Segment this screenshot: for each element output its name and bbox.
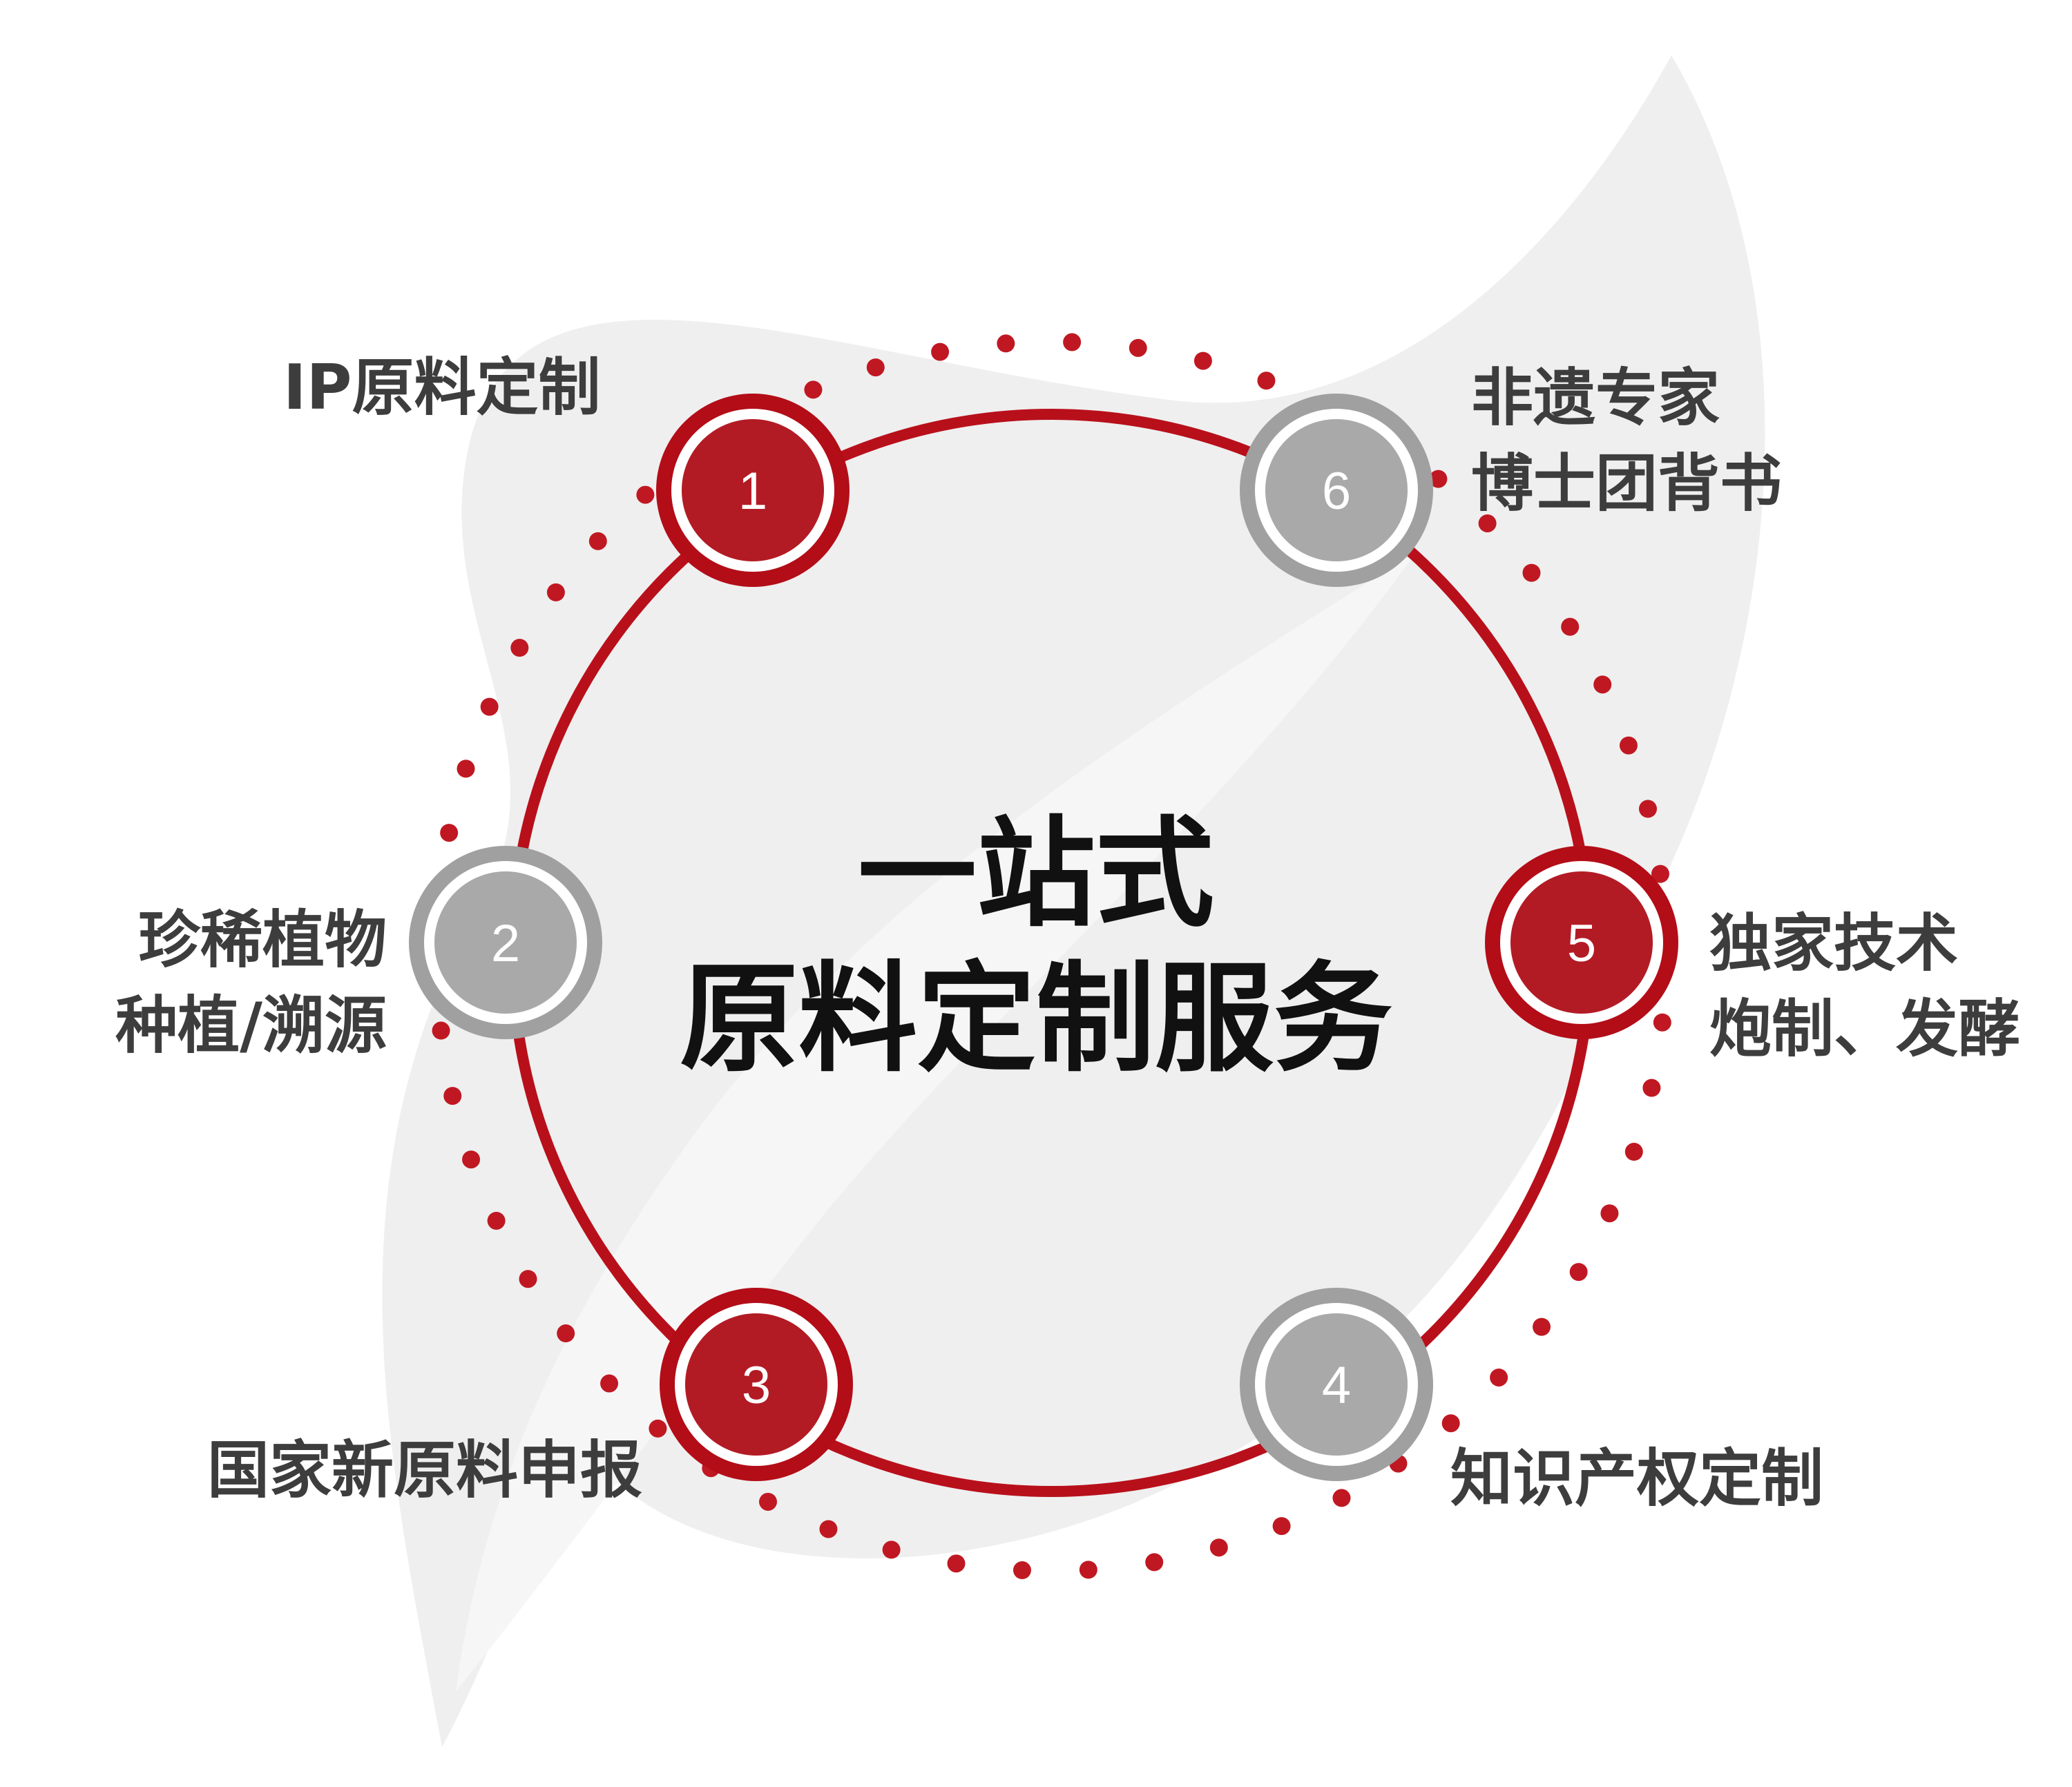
node-5: 5: [1485, 846, 1678, 1039]
node-6: 6: [1240, 394, 1433, 587]
node-inner-disc: [1265, 1313, 1408, 1456]
node-inner-disc: [685, 1313, 827, 1456]
node-number: 2: [491, 914, 520, 973]
label-rare-plants: 珍稀植物种植/溯源: [41, 898, 387, 1069]
node-4: 4: [1240, 1288, 1433, 1481]
label-line: IP原料定制: [283, 351, 601, 424]
node-1: 1: [656, 394, 850, 587]
label-line: 炮制、发酵: [1709, 993, 2020, 1065]
label-expert-endorsement: 非遗专家博士团背书: [1471, 356, 1782, 527]
nodes-layer: 1 2 3 4 5 6: [409, 394, 1678, 1481]
background-leaf-inner: [456, 552, 1416, 1692]
center-title: 一站式 原料定制服务: [587, 801, 1485, 1091]
node-inner-disc: [682, 419, 824, 561]
label-line: 博士团背书: [1471, 447, 1782, 520]
node-number: 3: [742, 1356, 771, 1415]
label-line: 非遗专家: [1471, 362, 1720, 434]
node-3: 3: [660, 1288, 853, 1481]
label-line: 种植/溯源: [115, 989, 387, 1062]
label-line: 珍稀植物: [138, 904, 387, 976]
node-2: 2: [409, 846, 602, 1039]
label-exclusive-technique: 独家技术炮制、发酵: [1709, 901, 2020, 1072]
center-title-line1: 一站式: [858, 803, 1214, 943]
center-title-line2: 原料定制服务: [680, 948, 1392, 1088]
node-inner-disc: [1510, 871, 1653, 1014]
label-new-material-filing: 国家新原料申报: [207, 1428, 642, 1514]
node-number: 6: [1322, 462, 1351, 521]
node-number: 5: [1567, 914, 1596, 973]
label-ip-rights: 知识产权定制: [1450, 1436, 1823, 1522]
label-line: 国家新原料申报: [207, 1434, 642, 1507]
node-number: 4: [1322, 1356, 1351, 1415]
node-number: 1: [738, 462, 767, 521]
node-inner-disc: [1265, 419, 1408, 561]
label-ip-material: IP原料定制: [283, 345, 600, 431]
label-line: 知识产权定制: [1450, 1442, 1823, 1515]
label-line: 独家技术: [1709, 907, 1958, 980]
node-inner-disc: [434, 871, 577, 1014]
